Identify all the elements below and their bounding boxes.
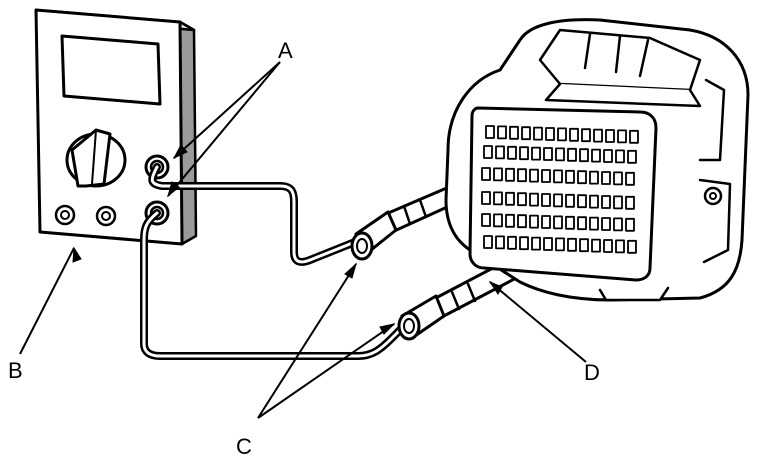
terminal-cavity [555,147,565,162]
terminal-cavity [601,171,611,185]
terminal-cavity [565,193,575,208]
terminal-cavity [533,126,543,141]
terminal-cavity [601,195,611,209]
terminal-cavity [615,149,625,164]
callout-leaders [19,61,587,419]
terminal-cavity [567,147,577,162]
terminal-cavity [495,235,505,250]
terminal-cavity [505,191,515,206]
terminal-cavity [541,169,551,183]
terminal-cavity [613,171,623,186]
terminal-cavity [495,145,505,160]
terminal-cavity [557,127,567,142]
terminal-cavity [529,214,539,229]
terminal-cavity [553,169,563,184]
terminal-cavity [531,146,541,161]
terminal-cavity [507,145,517,160]
terminal-cavity [493,213,503,228]
terminal-cavity [577,216,587,231]
terminal-cavity [603,239,613,253]
terminal-cavity [505,213,515,228]
terminal-cavity [589,170,599,185]
terminal-cavity [509,125,519,140]
terminal-cavity [529,192,539,207]
terminal-cavity [589,194,599,209]
callout-arrowheads [72,144,503,335]
terminal-cavity [481,191,491,205]
multimeter-icon [34,8,198,246]
terminal-cavity [517,214,527,229]
terminal-cavity [577,170,587,185]
terminal-cavity [483,235,493,249]
terminal-cavity [629,129,639,144]
terminal-cavity [593,128,603,143]
terminal-cavity [483,145,493,159]
terminal-cavity [543,147,553,161]
terminal-cavity [565,169,575,184]
terminal-cavity [617,129,627,144]
terminal-cavity [543,237,553,251]
terminal-cavities [481,125,639,254]
terminal-cavity [507,235,517,250]
terminal-cavity [569,127,579,142]
terminal-cavity [567,237,577,252]
terminal-cavity [577,194,587,209]
terminal-cavity [529,168,539,183]
terminal-cavity [517,168,527,183]
terminal-cavity [615,239,625,254]
terminal-cavity [591,148,601,163]
callout-label-d: D [584,360,600,385]
terminal-cavity [541,193,551,207]
unused-jack-right [95,205,117,227]
terminal-cavity [485,125,495,139]
terminal-cavity [605,129,615,143]
terminal-cavity [545,127,555,141]
callout-label-b: B [8,358,23,383]
terminal-cavity [505,167,515,182]
terminal-cavity [531,236,541,251]
terminal-cavity [625,217,635,232]
terminal-cavity [581,128,591,143]
terminal-cavity [565,215,575,230]
terminal-cavity [601,217,611,231]
terminal-cavity [541,215,551,229]
callout-label-a: A [278,38,293,63]
terminal-cavity [553,215,563,230]
terminal-cavity [493,191,503,206]
terminal-cavity [497,125,507,140]
terminal-cavity [553,193,563,208]
unused-jack-left [54,204,76,226]
terminal-cavity [613,217,623,232]
terminal-cavity [517,192,527,207]
connector-icon [444,18,750,302]
terminal-cavity [627,239,637,254]
terminal-cavity [589,216,599,231]
terminal-cavity [625,171,635,186]
terminal-cavity [603,149,613,163]
terminal-cavity [555,237,565,252]
terminal-cavity [579,148,589,163]
terminal-cavity [613,195,623,210]
test-lead-icon [140,163,406,360]
terminal-cavity [481,167,491,181]
terminal-cavity [579,238,589,253]
callout-label-c: C [236,434,252,459]
terminal-cavity [493,167,503,182]
terminal-cavity [481,213,491,227]
terminal-cavity [519,236,529,251]
terminal-cavity [591,238,601,253]
terminal-cavity [519,146,529,161]
terminal-cavity [521,126,531,141]
terminal-cavity [625,195,635,210]
terminal-cavity [627,149,637,164]
